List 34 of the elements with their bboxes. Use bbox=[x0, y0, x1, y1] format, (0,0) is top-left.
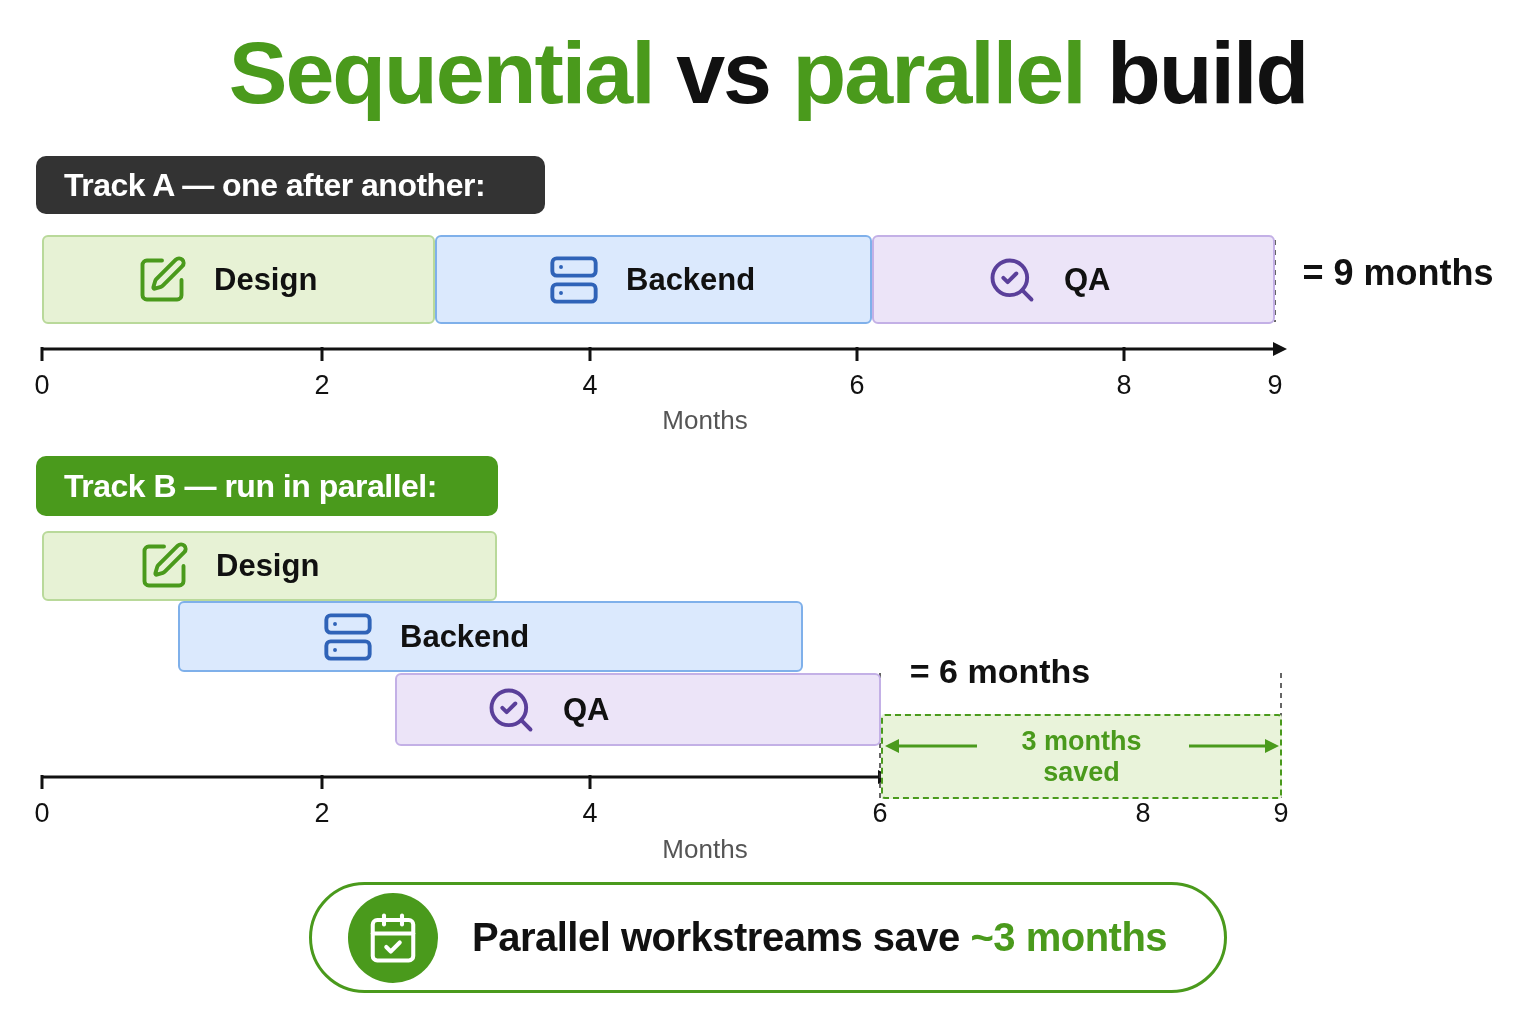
summary-text: Parallel workstreams save ~3 months bbox=[472, 915, 1168, 960]
tick-label: 4 bbox=[582, 798, 598, 829]
axis-title: Months bbox=[662, 405, 748, 436]
saved-time-box bbox=[881, 714, 1282, 799]
task-bar bbox=[42, 235, 435, 324]
task-bar bbox=[435, 235, 872, 324]
track-heading: Track A — one after another: bbox=[36, 156, 545, 214]
task-label: Design bbox=[214, 261, 318, 298]
task-label: QA bbox=[563, 691, 610, 728]
tick-label: 2 bbox=[314, 370, 330, 401]
saved-label: 3 months saved bbox=[1020, 725, 1143, 788]
tick-label: 9 bbox=[1267, 370, 1283, 401]
tick-label: 4 bbox=[582, 370, 598, 401]
tick-label: 8 bbox=[1116, 370, 1132, 401]
total-duration: = 6 months bbox=[909, 652, 1091, 691]
task-bar bbox=[178, 601, 803, 672]
tick-label: 8 bbox=[1135, 798, 1151, 829]
task-bar bbox=[42, 531, 497, 601]
tick-label: 6 bbox=[849, 370, 865, 401]
task-label: QA bbox=[1064, 261, 1111, 298]
axis-title: Months bbox=[662, 834, 748, 865]
title: Sequential vs parallel build bbox=[227, 22, 1309, 124]
task-label: Design bbox=[216, 548, 320, 584]
task-bar bbox=[395, 673, 881, 746]
tick-label: 6 bbox=[872, 798, 888, 829]
track-heading: Track B — run in parallel: bbox=[36, 456, 498, 516]
task-label: Backend bbox=[400, 618, 530, 655]
tick-label: 0 bbox=[34, 370, 50, 401]
tick-label: 0 bbox=[34, 798, 50, 829]
tick-label: 2 bbox=[314, 798, 330, 829]
task-bar bbox=[872, 235, 1275, 324]
tick-label: 9 bbox=[1273, 798, 1289, 829]
task-label: Backend bbox=[626, 261, 756, 298]
total-duration: = 9 months bbox=[1302, 252, 1494, 294]
